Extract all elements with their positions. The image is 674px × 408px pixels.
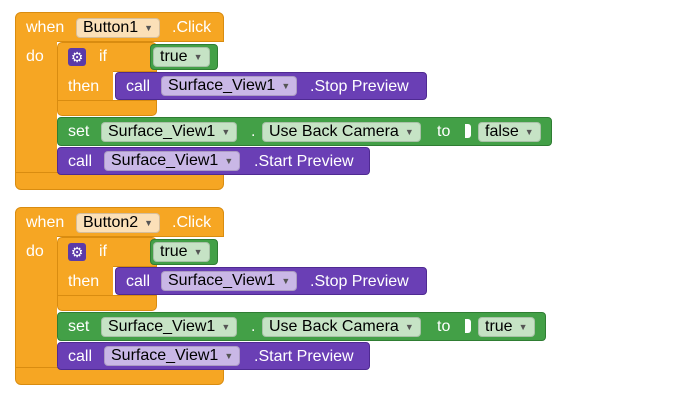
if-label: if <box>99 48 107 65</box>
to-label: to <box>437 318 451 335</box>
call-label: call <box>126 78 151 95</box>
component-name: Surface_View1 <box>111 152 219 170</box>
chevron-down-icon: ▼ <box>518 322 528 332</box>
property-name: Use Back Camera <box>269 123 399 141</box>
set-label: set <box>68 318 90 335</box>
component-dropdown[interactable]: Button2 ▼ <box>76 213 161 233</box>
component-name: Surface_View1 <box>108 123 216 141</box>
if-block-footer[interactable] <box>57 100 157 116</box>
boolean-dropdown[interactable]: true ▼ <box>153 242 210 262</box>
chevron-down-icon: ▼ <box>144 23 154 33</box>
then-block-body[interactable] <box>57 266 113 296</box>
event-name: .Click <box>172 19 212 36</box>
dot-label: . <box>251 123 256 140</box>
to-label: to <box>437 123 451 140</box>
component-name: Button1 <box>83 19 139 37</box>
chevron-down-icon: ▼ <box>144 218 154 228</box>
if-label: if <box>99 243 107 260</box>
event-name: .Click <box>172 214 212 231</box>
boolean-value: true <box>485 318 513 336</box>
method-name: .Stop Preview <box>310 78 409 95</box>
component-dropdown[interactable]: Surface_View1 ▼ <box>161 271 298 291</box>
do-label: do <box>26 48 44 65</box>
event-block-body[interactable] <box>15 236 57 368</box>
when-label: when <box>26 19 65 36</box>
chevron-down-icon: ▼ <box>281 276 291 286</box>
boolean-dropdown[interactable]: true ▼ <box>478 317 535 337</box>
component-name: Button2 <box>83 214 139 232</box>
chevron-down-icon: ▼ <box>193 52 203 62</box>
boolean-value: false <box>485 123 519 141</box>
chevron-down-icon: ▼ <box>524 127 534 137</box>
component-name: Surface_View1 <box>168 272 276 290</box>
value-socket <box>465 319 471 333</box>
component-name: Surface_View1 <box>108 318 216 336</box>
boolean-dropdown[interactable]: true ▼ <box>153 47 210 67</box>
call-label: call <box>68 153 93 170</box>
chevron-down-icon: ▼ <box>404 322 414 332</box>
then-block-body[interactable] <box>57 71 113 101</box>
boolean-dropdown[interactable]: false ▼ <box>478 122 541 142</box>
chevron-down-icon: ▼ <box>221 322 231 332</box>
when-label: when <box>26 214 65 231</box>
chevron-down-icon: ▼ <box>221 127 231 137</box>
chevron-down-icon: ▼ <box>281 81 291 91</box>
gear-icon[interactable]: ⚙ <box>68 48 86 66</box>
boolean-value: true <box>160 243 188 261</box>
component-dropdown[interactable]: Surface_View1 ▼ <box>101 122 238 142</box>
component-dropdown[interactable]: Surface_View1 ▼ <box>101 317 238 337</box>
value-socket <box>465 124 471 138</box>
chevron-down-icon: ▼ <box>224 156 234 166</box>
dot-label: . <box>251 318 256 335</box>
call-label: call <box>68 348 93 365</box>
event-block-body[interactable] <box>15 41 57 173</box>
method-name: .Start Preview <box>254 153 354 170</box>
gear-icon[interactable]: ⚙ <box>68 243 86 261</box>
property-dropdown[interactable]: Use Back Camera ▼ <box>262 317 421 337</box>
component-dropdown[interactable]: Surface_View1 ▼ <box>161 76 298 96</box>
component-dropdown[interactable]: Surface_View1 ▼ <box>104 346 241 366</box>
chevron-down-icon: ▼ <box>224 351 234 361</box>
chevron-down-icon: ▼ <box>193 247 203 257</box>
then-label: then <box>68 78 100 95</box>
chevron-down-icon: ▼ <box>404 127 414 137</box>
if-block-footer[interactable] <box>57 295 157 311</box>
property-dropdown[interactable]: Use Back Camera ▼ <box>262 122 421 142</box>
call-label: call <box>126 273 151 290</box>
component-dropdown[interactable]: Button1 ▼ <box>76 18 161 38</box>
method-name: .Start Preview <box>254 348 354 365</box>
component-dropdown[interactable]: Surface_View1 ▼ <box>104 151 241 171</box>
do-label: do <box>26 243 44 260</box>
method-name: .Stop Preview <box>310 273 409 290</box>
component-name: Surface_View1 <box>111 347 219 365</box>
boolean-value: true <box>160 48 188 66</box>
property-name: Use Back Camera <box>269 318 399 336</box>
component-name: Surface_View1 <box>168 77 276 95</box>
then-label: then <box>68 273 100 290</box>
set-label: set <box>68 123 90 140</box>
